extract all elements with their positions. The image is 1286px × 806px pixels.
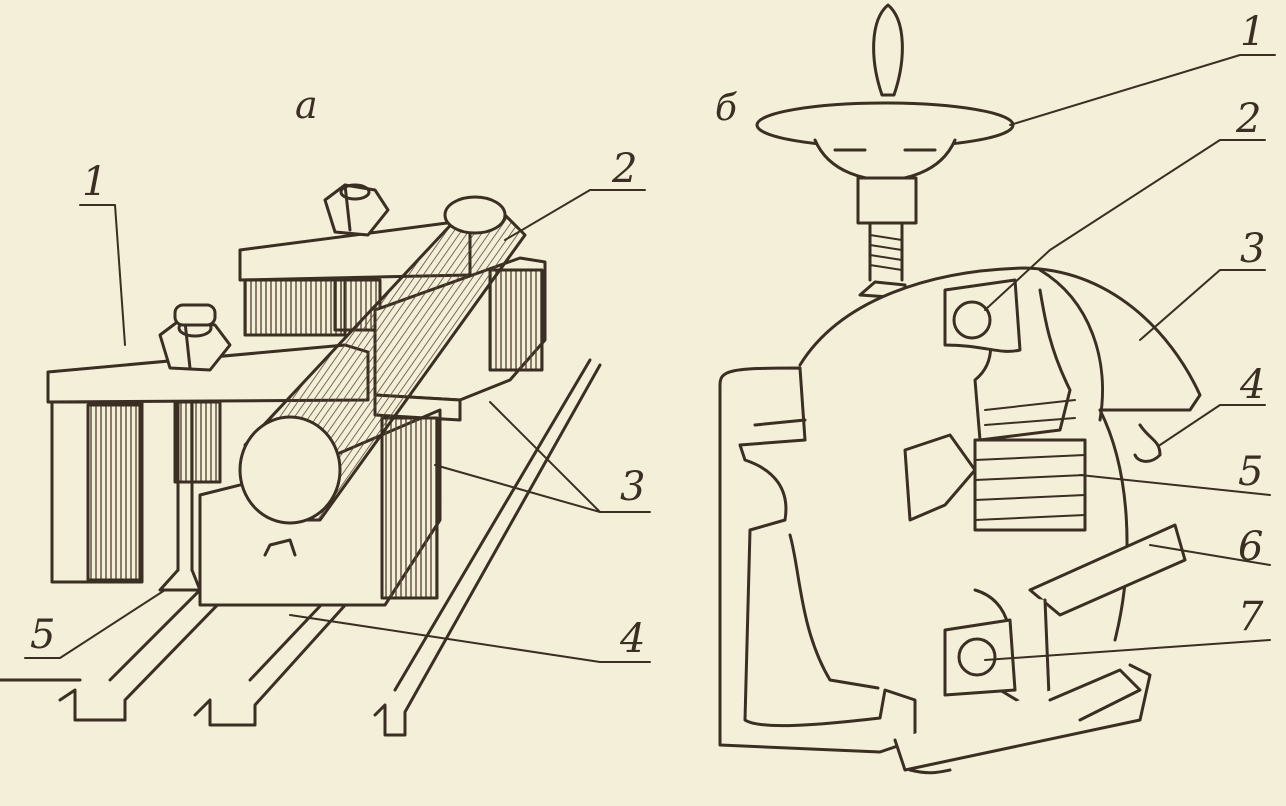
- front-strap-clamp: [46, 343, 370, 584]
- handwheel: [755, 3, 1015, 182]
- panel-a-letter: а: [295, 83, 318, 127]
- clamp-bolt: [158, 400, 202, 592]
- rear-nut: [323, 183, 390, 237]
- callout-b-4: 4: [1239, 362, 1265, 408]
- lead-screw: [856, 176, 918, 300]
- c-frame-base: [718, 366, 1152, 775]
- front-nut: [158, 303, 232, 372]
- callout-a-1: 1: [82, 159, 107, 205]
- panel-a-clamping-setup: [0, 183, 651, 737]
- upper-pivot: [943, 278, 1022, 353]
- panel-b-letter: б: [715, 88, 738, 129]
- lower-pivot: [943, 618, 1017, 697]
- panel-b-self-centering-clamp: [718, 3, 1276, 775]
- callout-b-5: 5: [1238, 449, 1263, 495]
- callout-b-7: 7: [1238, 594, 1264, 640]
- leader-lines-b: [984, 54, 1276, 661]
- callout-a-3: 3: [620, 464, 645, 510]
- middle-v-jaw: [903, 433, 1087, 532]
- callout-b-6: 6: [1238, 524, 1263, 570]
- callout-a-4: 4: [619, 616, 645, 662]
- callout-a-5: 5: [30, 612, 55, 658]
- callout-b-2: 2: [1235, 96, 1261, 142]
- locking-pin: [1133, 423, 1162, 463]
- leader-lines-a: [24, 189, 651, 663]
- callout-b-3: 3: [1240, 226, 1265, 272]
- callout-a-2: 2: [611, 146, 637, 192]
- callout-b-1: 1: [1240, 9, 1265, 55]
- workpiece-shaft: [238, 195, 527, 525]
